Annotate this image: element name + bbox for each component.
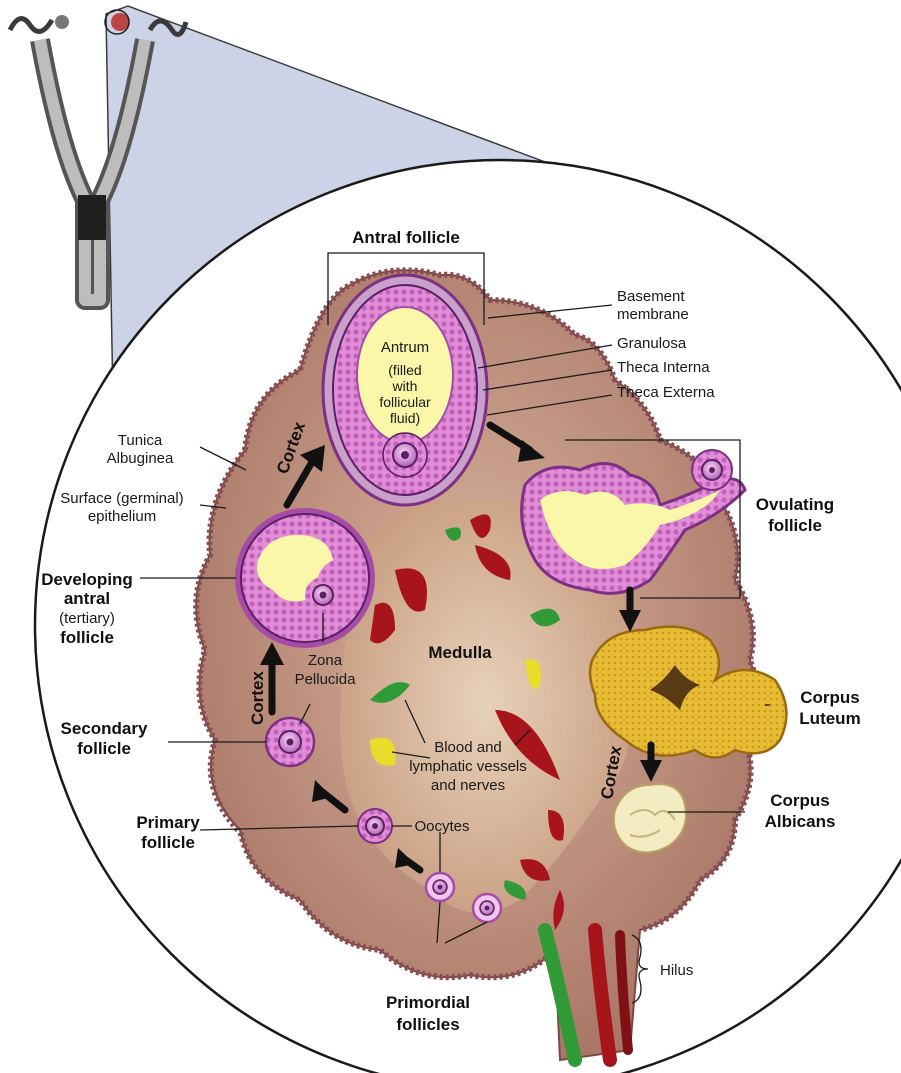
- label-tunica-albuginea-2: Albuginea: [107, 450, 174, 467]
- label-corpus-albicans-2: Albicans: [765, 812, 836, 831]
- label-antrum-note-4: fluid): [390, 410, 420, 426]
- label-cortex-left: Cortex: [248, 671, 267, 725]
- label-granulosa: Granulosa: [617, 335, 687, 352]
- label-ovulating-follicle-2: follicle: [768, 516, 822, 535]
- label-antrum-note-1: (filled: [388, 362, 421, 378]
- label-blood-vessels-2: lymphatic vessels: [409, 758, 527, 775]
- label-primordial-follicles-1: Primordial: [386, 993, 470, 1012]
- label-blood-vessels-3: and nerves: [431, 777, 505, 794]
- label-basement-membrane-2: membrane: [617, 306, 689, 323]
- label-antral-follicle: Antral follicle: [352, 228, 460, 247]
- label-primary-follicle-1: Primary: [136, 813, 200, 832]
- label-ovulating-follicle-1: Ovulating: [756, 495, 834, 514]
- label-oocytes: Oocytes: [414, 818, 469, 835]
- label-primary-follicle-2: follicle: [141, 833, 195, 852]
- label-corpus-luteum-1: Corpus: [800, 688, 860, 707]
- label-antrum-note-2: with: [392, 378, 418, 394]
- label-theca-interna: Theca Interna: [617, 359, 710, 376]
- primary-follicle: [358, 809, 392, 843]
- label-corpus-albicans-1: Corpus: [770, 791, 830, 810]
- label-zona-pellucida-1: Zona: [308, 652, 343, 669]
- label-zona-pellucida-2: Pellucida: [295, 671, 357, 688]
- label-secondary-follicle-2: follicle: [77, 739, 131, 758]
- label-basement-membrane-1: Basement: [617, 288, 685, 305]
- label-surface-epithelium-2: epithelium: [88, 508, 156, 525]
- label-antrum-note-3: follicular: [379, 394, 431, 410]
- label-developing-antral-4: follicle: [60, 628, 114, 647]
- label-theca-externa: Theca Externa: [617, 384, 715, 401]
- label-hilus: Hilus: [660, 962, 693, 979]
- label-blood-vessels-1: Blood and: [434, 739, 502, 756]
- label-tunica-albuginea-1: Tunica: [118, 432, 163, 449]
- label-corpus-luteum-2: Luteum: [799, 709, 860, 728]
- label-developing-antral-1: Developing: [41, 570, 133, 589]
- label-primordial-follicles-2: follicles: [396, 1015, 459, 1034]
- label-antrum: Antrum: [381, 339, 429, 356]
- developing-antral-follicle: [235, 508, 375, 648]
- label-secondary-follicle-1: Secondary: [61, 719, 148, 738]
- label-medulla: Medulla: [428, 643, 492, 662]
- label-developing-antral-3: (tertiary): [59, 610, 115, 627]
- label-developing-antral-2: antral: [64, 589, 110, 608]
- label-surface-epithelium-1: Surface (germinal): [60, 490, 183, 507]
- secondary-follicle: [266, 718, 314, 766]
